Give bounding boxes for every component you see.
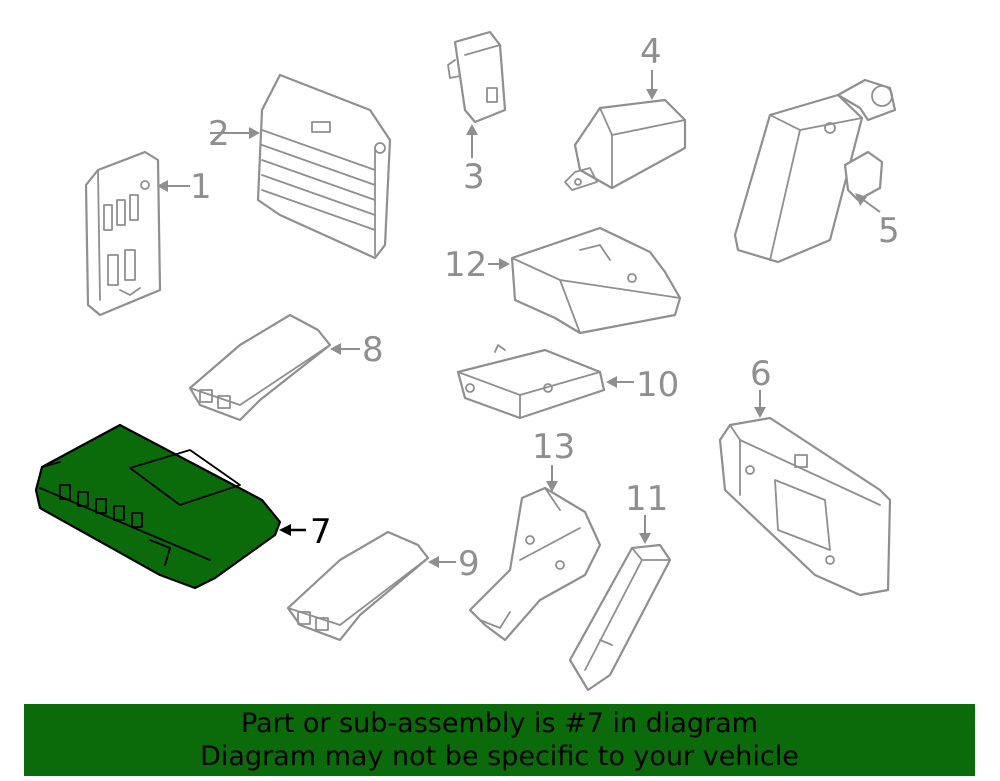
callout-12: 12 (444, 245, 487, 285)
part-4-module[interactable] (564, 98, 687, 191)
part-12-housing[interactable] (510, 226, 682, 335)
banner-line-1: Part or sub-assembly is #7 in diagram (241, 708, 758, 739)
info-banner: Part or sub-assembly is #7 in diagram Di… (24, 704, 975, 776)
part-8-module[interactable] (188, 313, 332, 422)
part-10-module[interactable] (456, 344, 606, 420)
part-5-module[interactable] (733, 78, 897, 264)
callout-7: 7 (310, 512, 332, 552)
part-7-module-highlighted[interactable] (34, 423, 282, 590)
part-11-module[interactable] (568, 543, 672, 692)
callout-1: 1 (190, 167, 212, 207)
callout-11: 11 (625, 479, 668, 519)
callout-9: 9 (458, 544, 480, 584)
callout-5: 5 (878, 211, 900, 251)
callout-8: 8 (362, 330, 384, 370)
callout-3: 3 (463, 157, 485, 197)
callout-6: 6 (750, 354, 772, 394)
callout-2: 2 (208, 114, 230, 154)
parts-diagram: 1 2 3 4 (34, 30, 900, 692)
part-9-module[interactable] (286, 530, 430, 642)
callout-13: 13 (532, 427, 575, 467)
part-6-module[interactable] (718, 416, 892, 597)
callout-10: 10 (636, 365, 679, 405)
part-2-engine-control-module[interactable] (256, 73, 392, 260)
part-13-bracket[interactable] (468, 486, 602, 642)
part-1-body-control-module[interactable] (84, 150, 162, 317)
part-3-module[interactable] (447, 30, 507, 124)
callout-4: 4 (640, 32, 662, 72)
banner-line-2: Diagram may not be specific to your vehi… (200, 741, 799, 772)
